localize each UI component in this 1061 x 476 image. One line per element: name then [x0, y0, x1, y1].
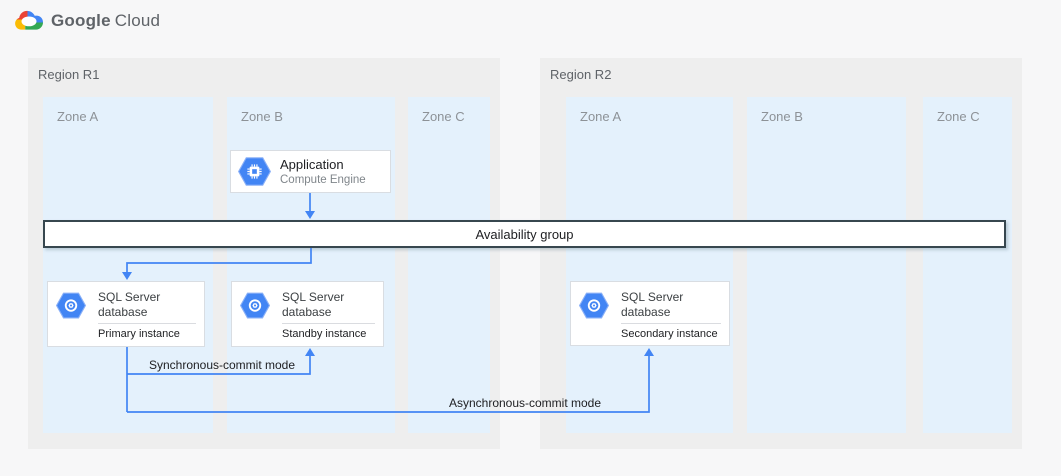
region-r2-zone-a: Zone A	[566, 97, 733, 433]
divider	[98, 323, 196, 324]
zone-label: Zone A	[57, 109, 99, 124]
availability-group-bar: Availability group	[43, 220, 1006, 248]
zone-label: Zone B	[241, 109, 283, 124]
region-r1-zone-a: Zone A	[43, 97, 213, 433]
async-commit-mode-label: Asynchronous-commit mode	[448, 396, 602, 410]
sql-primary-title: SQL Server database	[98, 290, 161, 319]
sql-server-on-compute-engine-icon	[55, 292, 87, 319]
zone-label: Zone B	[761, 109, 803, 124]
zone-label: Zone C	[422, 109, 465, 124]
compute-engine-icon	[238, 157, 271, 186]
google-cloud-icon	[15, 10, 44, 30]
sql-secondary-instance-label: Secondary instance	[621, 328, 718, 340]
region-r2-zone-c: Zone C	[923, 97, 1012, 433]
sql-secondary-title: SQL Server database	[621, 290, 684, 319]
logo-google: Google	[51, 11, 111, 30]
sql-standby-node: SQL Server database Standby instance	[231, 281, 384, 347]
availability-group-label: Availability group	[475, 226, 574, 242]
application-title: Application	[280, 156, 344, 172]
zone-label: Zone C	[937, 109, 980, 124]
divider	[282, 323, 375, 324]
sql-server-on-compute-engine-icon	[239, 292, 271, 319]
logo-cloud: Cloud	[114, 11, 161, 30]
sql-secondary-node: SQL Server database Secondary instance	[570, 281, 730, 346]
divider	[621, 323, 721, 324]
sql-primary-node: SQL Server database Primary instance	[47, 281, 205, 347]
sql-primary-instance-label: Primary instance	[98, 328, 180, 340]
application-subtitle: Compute Engine	[280, 173, 366, 186]
region-r2-zone-b: Zone B	[747, 97, 906, 433]
sync-commit-mode-label: Synchronous-commit mode	[148, 358, 296, 372]
sql-standby-instance-label: Standby instance	[282, 328, 367, 340]
sql-standby-title: SQL Server database	[282, 290, 345, 319]
region-r1-zone-c: Zone C	[408, 97, 490, 433]
region-r2-label: Region R2	[550, 67, 612, 82]
region-r1-label: Region R1	[38, 67, 100, 82]
sql-server-on-compute-engine-icon	[578, 292, 610, 319]
region-r1-zone-b: Zone B	[227, 97, 395, 433]
zone-label: Zone A	[580, 109, 622, 124]
application-node: Application Compute Engine	[230, 150, 391, 193]
